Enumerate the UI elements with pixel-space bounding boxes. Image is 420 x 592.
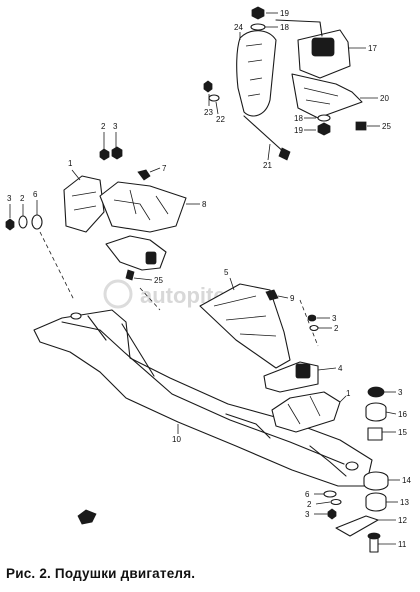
callout-6-lower: 6 bbox=[305, 490, 310, 499]
callout-17: 17 bbox=[368, 44, 377, 53]
rubber-insulator-17 bbox=[311, 37, 335, 57]
callout-25-left: 25 bbox=[154, 276, 163, 285]
clip bbox=[77, 509, 97, 525]
callout-15: 15 bbox=[398, 428, 407, 437]
nut-3-left bbox=[111, 146, 123, 160]
bolt-9 bbox=[265, 289, 279, 301]
upper-mount-assembly bbox=[203, 6, 367, 161]
nut-19-top bbox=[251, 6, 265, 20]
callout-25-upper: 25 bbox=[382, 122, 391, 131]
callout-3-lower: 3 bbox=[305, 510, 310, 519]
watermark-logo bbox=[103, 279, 133, 309]
callout-7: 7 bbox=[162, 164, 167, 173]
nut-23 bbox=[203, 80, 213, 93]
callout-2-left: 2 bbox=[101, 122, 106, 131]
callout-4: 4 bbox=[338, 364, 343, 373]
figure-caption: Рис. 2. Подушки двигателя. bbox=[6, 566, 196, 581]
callout-18-lower: 18 bbox=[294, 114, 303, 123]
mount-1 bbox=[63, 175, 105, 233]
callout-3-mid: 3 bbox=[332, 314, 337, 323]
leader-lines bbox=[9, 12, 400, 545]
washer-2-mid bbox=[309, 324, 319, 332]
callout-2-mid: 2 bbox=[334, 324, 339, 333]
callout-21: 21 bbox=[263, 161, 272, 170]
bolt-25-left bbox=[125, 269, 135, 281]
callout-18-top: 18 bbox=[280, 23, 289, 32]
long-bolt-21 bbox=[243, 115, 287, 155]
front-left-mount-assembly bbox=[5, 146, 187, 281]
bracket-lower-left bbox=[105, 235, 167, 271]
callout-3-left: 3 bbox=[113, 122, 118, 131]
washer-2-far-left bbox=[18, 215, 28, 229]
callout-5: 5 bbox=[224, 268, 229, 277]
callout-20: 20 bbox=[380, 94, 389, 103]
nut-3-lower bbox=[327, 508, 337, 520]
callout-11: 11 bbox=[398, 540, 407, 549]
callout-2-lower: 2 bbox=[307, 500, 312, 509]
washer-6-far-left bbox=[31, 214, 43, 230]
callout-labels: 19 18 24 17 20 23 22 18 19 25 21 2 3 1 7… bbox=[7, 9, 411, 549]
bracket-20 bbox=[291, 73, 363, 119]
insulator-16 bbox=[365, 402, 387, 422]
callout-3-far-left: 3 bbox=[7, 194, 12, 203]
callout-23: 23 bbox=[204, 108, 213, 117]
callout-12: 12 bbox=[398, 516, 407, 525]
callout-9: 9 bbox=[290, 294, 295, 303]
callout-6-far-left: 6 bbox=[33, 190, 38, 199]
washer-18-top bbox=[250, 23, 266, 31]
sleeve-15 bbox=[367, 427, 383, 441]
callout-1-lower: 1 bbox=[346, 389, 351, 398]
nut-3-far-left bbox=[5, 218, 15, 231]
bracket-8 bbox=[99, 181, 187, 233]
callout-10: 10 bbox=[172, 435, 181, 444]
engine-mounts-exploded-diagram: autopiter.ru bbox=[5, 6, 411, 553]
callout-3-right: 3 bbox=[398, 388, 403, 397]
washer-22 bbox=[208, 94, 220, 102]
callout-1: 1 bbox=[68, 159, 73, 168]
callout-19-top: 19 bbox=[280, 9, 289, 18]
callout-14: 14 bbox=[402, 476, 411, 485]
bracket-5 bbox=[199, 283, 291, 369]
nut-19-lower bbox=[317, 122, 331, 136]
callout-2-far-left: 2 bbox=[20, 194, 25, 203]
right-mount-assembly bbox=[77, 283, 389, 553]
washer-2-lower bbox=[330, 498, 342, 506]
callout-8: 8 bbox=[202, 200, 207, 209]
callout-13: 13 bbox=[400, 498, 409, 507]
washer-6-lower bbox=[323, 490, 337, 498]
callout-24: 24 bbox=[234, 23, 243, 32]
callout-22: 22 bbox=[216, 115, 225, 124]
mount-1-lower bbox=[271, 391, 341, 433]
nut-3-mid bbox=[307, 314, 317, 322]
insulator-14 bbox=[363, 471, 389, 491]
callout-19-lower: 19 bbox=[294, 126, 303, 135]
bolt-7 bbox=[137, 169, 151, 181]
washer-18-lower bbox=[317, 114, 331, 122]
washer-3-right bbox=[367, 386, 385, 398]
insulator-13 bbox=[365, 492, 387, 512]
nut-2-left bbox=[99, 148, 110, 161]
callout-16: 16 bbox=[398, 410, 407, 419]
bolt-25-upper bbox=[355, 121, 367, 131]
bracket-24 bbox=[236, 30, 277, 117]
